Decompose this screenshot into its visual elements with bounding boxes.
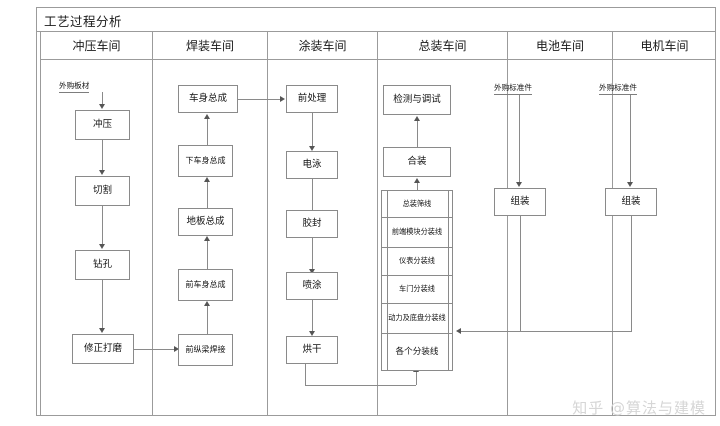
process-box-zuankong[interactable]: 钻孔	[75, 250, 130, 280]
arrowhead-down	[309, 269, 315, 274]
subassembly-row-qianduanmokuai[interactable]: 前端模块分装线	[382, 218, 452, 248]
connector-pentu-hongan	[312, 300, 313, 333]
arrowhead-up	[204, 301, 210, 306]
lane-battery: 电池车间	[507, 32, 612, 415]
lane-header-label: 焊装车间	[185, 39, 234, 53]
lane-painting: 涂装车间	[267, 32, 377, 415]
arrowhead-right	[174, 346, 179, 352]
process-box-xiuzhengdamo[interactable]: 修正打磨	[72, 334, 134, 364]
lane-header-label: 总装车间	[418, 39, 467, 53]
connector-motor-down	[631, 216, 632, 331]
process-box-xiacheshenzongcheng[interactable]: 下车身总成	[178, 145, 233, 177]
process-box-jiaofeng[interactable]: 胶封	[286, 210, 338, 238]
process-box-dibanzongcheng[interactable]: 地板总成	[178, 208, 233, 236]
connector-honggan-down	[305, 364, 306, 385]
connector-qiege-zuankong	[102, 206, 103, 246]
process-box-motor-zuzhuang[interactable]: 组装	[605, 188, 657, 216]
connector-supply-to-stamping	[102, 92, 103, 106]
lane-stamping: 冲压车间	[40, 32, 152, 415]
process-box-qiege[interactable]: 切割	[75, 176, 130, 206]
arrowhead-down	[99, 170, 105, 175]
lane-header-label: 涂装车间	[298, 39, 347, 53]
subassembly-row-gegefenzhuangxian[interactable]: 各个分装线	[395, 347, 439, 358]
process-box-honggan[interactable]: 烘干	[286, 336, 338, 364]
connector-battery-down	[520, 216, 521, 331]
lane-header-motor: 电机车间	[613, 32, 716, 60]
supply-label-motor-standard-parts: 外购标准件	[599, 82, 637, 95]
connector-hezhuang-jiance	[417, 121, 418, 147]
lane-header-battery: 电池车间	[508, 32, 612, 60]
connector-qiancheshen-diban	[207, 241, 208, 269]
subassembly-row-chemen[interactable]: 车门分装线	[382, 276, 452, 304]
connector-chongya-qiege	[102, 140, 103, 172]
supply-label-battery-standard-parts: 外购标准件	[494, 82, 532, 95]
connector-qianchuli-dianyong	[312, 113, 313, 148]
connector-jiaofeng-pentu	[312, 238, 313, 271]
process-box-qianchuli[interactable]: 前处理	[286, 85, 338, 113]
lane-header-stamping: 冲压车间	[41, 32, 152, 60]
connector-supply-to-motor-assembly	[630, 95, 631, 184]
process-box-qianzongliangHanjie[interactable]: 前纵梁焊接	[178, 334, 233, 366]
arrowhead-up	[414, 178, 420, 183]
process-box-cheshenzongcheng[interactable]: 车身总成	[178, 85, 238, 113]
lane-table: 冲压车间 焊装车间 涂装车间 总装车间 电池车间 电机车间	[40, 32, 716, 415]
lane-header-label: 电池车间	[535, 39, 584, 53]
connector-powertrain-feed	[461, 331, 632, 332]
lane-header-label: 电机车间	[640, 39, 689, 53]
stack-rail-right	[448, 191, 449, 370]
process-box-hezhuang[interactable]: 合装	[383, 147, 451, 177]
connector-stamping-to-welding	[134, 349, 175, 350]
process-box-chongya[interactable]: 冲压	[75, 110, 130, 140]
connector-zuankong-xiuzheng	[102, 280, 103, 330]
lane-motor: 电机车间	[612, 32, 716, 415]
process-box-battery-zuzhuang[interactable]: 组装	[494, 188, 546, 216]
arrowhead-up	[204, 114, 210, 119]
arrowhead-down	[309, 331, 315, 336]
arrowhead-down	[516, 182, 522, 187]
lane-welding: 焊装车间	[152, 32, 267, 415]
connector-honggan-right	[305, 385, 416, 386]
arrowhead-down	[99, 104, 105, 109]
connector-dianyong-jiaofeng	[312, 179, 313, 212]
arrowhead-down	[99, 328, 105, 333]
watermark: 知乎 @算法与建模	[572, 399, 706, 417]
arrowhead-left	[456, 328, 461, 334]
supply-label-sheet-metal: 外购板材	[59, 80, 90, 93]
stack-rail-left	[387, 191, 388, 370]
lane-header-welding: 焊装车间	[153, 32, 267, 60]
arrowhead-down	[99, 244, 105, 249]
arrowhead-up	[204, 236, 210, 241]
lane-header-final-assembly: 总装车间	[378, 32, 507, 60]
connector-qianzongliang-qiancheshen	[207, 306, 208, 334]
diagram-outer-frame	[36, 7, 716, 416]
arrowhead-up	[414, 116, 420, 121]
process-box-pentu[interactable]: 喷涂	[286, 272, 338, 300]
subassembly-row-donglijidipan[interactable]: 动力及底盘分装线	[382, 304, 452, 334]
subassembly-row-zongzhuangshaixian[interactable]: 总装筛线	[382, 191, 452, 218]
subassembly-stack: 总装筛线 前端模块分装线 仪表分装线 车门分装线 动力及底盘分装线 各个分装线	[381, 190, 453, 371]
connector-supply-to-battery-assembly	[519, 95, 520, 184]
process-box-jiancheyutiaoshi[interactable]: 检测与调试	[383, 85, 451, 115]
arrowhead-down	[627, 182, 633, 187]
process-box-qiancheshenzongcheng[interactable]: 前车身总成	[178, 269, 233, 301]
lane-header-painting: 涂装车间	[268, 32, 377, 60]
connector-diban-xiacheshen	[207, 182, 208, 208]
lane-final-assembly: 总装车间	[377, 32, 507, 415]
connector-subassembly-hezhuang	[417, 183, 418, 195]
arrowhead-right	[280, 96, 285, 102]
lane-header-label: 冲压车间	[72, 39, 121, 53]
connector-xiacheshen-cheshen	[207, 119, 208, 145]
arrowhead-down	[309, 146, 315, 151]
diagram-title-bar	[36, 7, 716, 32]
arrowhead-up	[204, 177, 210, 182]
process-box-dianyong[interactable]: 电泳	[286, 151, 338, 179]
page-title: 工艺过程分析	[44, 14, 123, 29]
connector-welding-to-painting	[238, 99, 281, 100]
subassembly-row-yibiao[interactable]: 仪表分装线	[382, 248, 452, 276]
connector-into-subassembly-bottom	[416, 372, 417, 385]
